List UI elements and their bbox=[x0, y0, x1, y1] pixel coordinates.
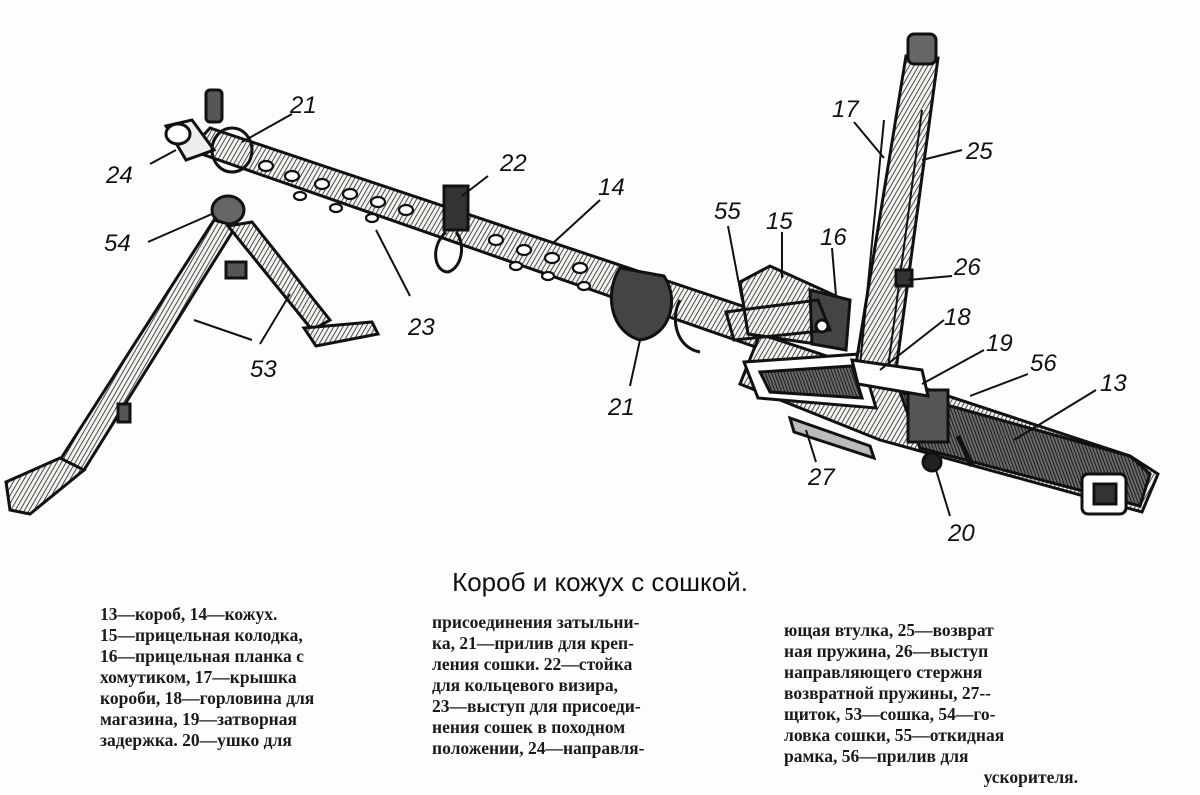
legend-line: ющая втулка, 25—возврат bbox=[784, 620, 994, 640]
legend-line: магазина, 19—затворная bbox=[100, 709, 297, 729]
legend-line: ления сошки. 22—стойка bbox=[432, 654, 633, 674]
barrel-jacket bbox=[163, 88, 793, 354]
callout-24: 24 bbox=[106, 162, 133, 189]
legend-line: 23—выступ для присоеди- bbox=[432, 696, 641, 716]
bipod bbox=[4, 194, 381, 516]
callout-27: 27 bbox=[808, 464, 835, 491]
legend-line: нения сошек в походном bbox=[432, 717, 626, 737]
sight-and-cover bbox=[724, 32, 940, 398]
legend-line: положении, 24—направля- bbox=[432, 738, 645, 758]
callout-20: 20 bbox=[948, 520, 975, 547]
callout-18: 18 bbox=[944, 304, 971, 331]
callout-17: 17 bbox=[832, 96, 859, 123]
legend-line: присоединения затыльни- bbox=[432, 612, 640, 632]
legend-line: ка, 21—прилив для креп- bbox=[432, 633, 634, 653]
machine-gun-diagram bbox=[4, 32, 1160, 517]
callout-25: 25 bbox=[966, 138, 993, 165]
legend-line: возвратной пружины, 27-- bbox=[784, 683, 992, 703]
legend-line: 15—прицельная колодка, bbox=[100, 625, 303, 645]
callout-53: 53 bbox=[250, 356, 277, 383]
callout-56: 56 bbox=[1030, 350, 1057, 377]
callout-22: 22 bbox=[500, 150, 527, 177]
legend-column-3: ющая втулка, 25—возврат ная пружина, 26—… bbox=[784, 620, 1078, 788]
legend-column-1: 13—короб, 14—кожух. 15—прицельная колодк… bbox=[100, 604, 390, 751]
callout-13: 13 bbox=[1100, 370, 1127, 397]
legend-line: щиток, 53—сошка, 54—го- bbox=[784, 704, 996, 724]
figure-caption-title: Короб и кожух с сошкой. bbox=[452, 567, 748, 597]
legend-line: короби, 18—горловина для bbox=[100, 688, 315, 708]
legend-line: 16—прицельная планка с bbox=[100, 646, 304, 666]
callout-54: 54 bbox=[104, 230, 131, 257]
legend-line: 13—короб, 14—кожух. bbox=[100, 604, 278, 624]
callout-14: 14 bbox=[598, 174, 625, 201]
callout-23: 23 bbox=[408, 314, 435, 341]
callout-16: 16 bbox=[820, 224, 847, 251]
legend-line: для кольцевого визира, bbox=[432, 675, 619, 695]
legend-line: ловка сошки, 55—откидная bbox=[784, 725, 1005, 745]
callout-55: 55 bbox=[714, 198, 741, 225]
legend-line: задержка. 20—ушко для bbox=[100, 730, 292, 750]
legend-line: направляющего стержня bbox=[784, 662, 983, 682]
legend-line: хомутиком, 17—крышка bbox=[100, 667, 297, 687]
legend-column-2: присоединения затыльни- ка, 21—прилив дл… bbox=[432, 612, 732, 759]
legend-line: рамка, 56—прилив для bbox=[784, 746, 969, 766]
callout-21-upper: 21 bbox=[290, 92, 317, 119]
legend-line: ускорителя. bbox=[983, 767, 1078, 787]
callout-15: 15 bbox=[766, 208, 793, 235]
legend-line: ная пружина, 26—выступ bbox=[784, 641, 989, 661]
callout-21-lower: 21 bbox=[608, 394, 635, 421]
leader-lines bbox=[147, 113, 1097, 517]
callout-26: 26 bbox=[954, 254, 981, 281]
receiver bbox=[738, 332, 1160, 516]
callout-19: 19 bbox=[986, 330, 1013, 357]
